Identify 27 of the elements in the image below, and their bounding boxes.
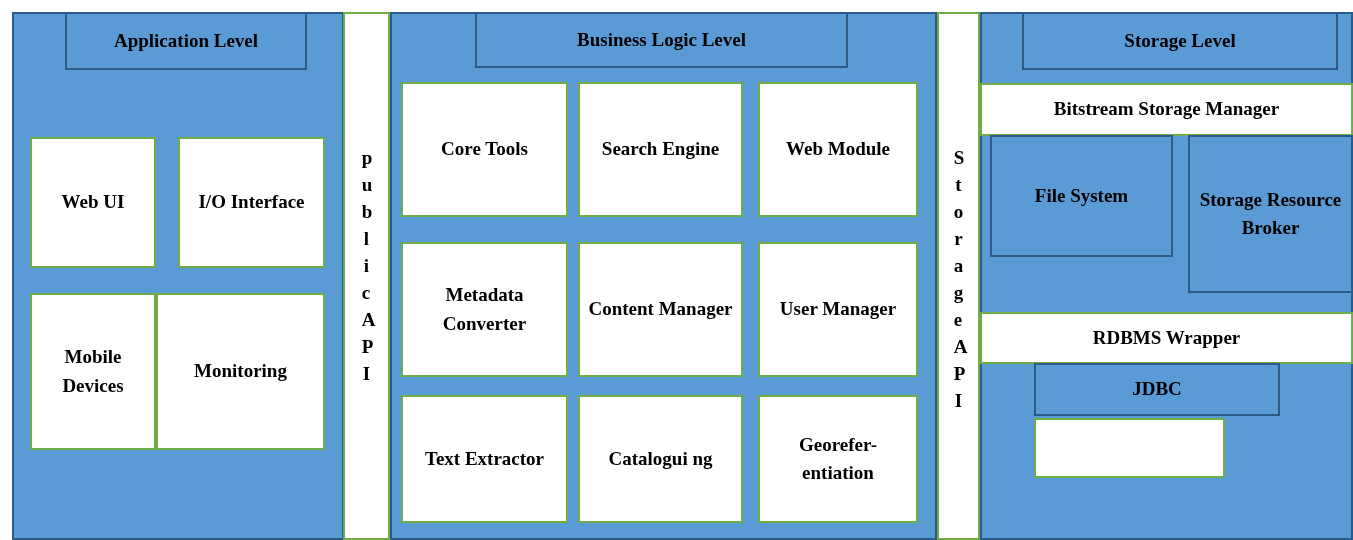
component-box: RDBMS Wrapper bbox=[980, 312, 1353, 364]
component-box: Mobile Devices bbox=[30, 293, 156, 450]
component-box: Web Module bbox=[758, 82, 918, 217]
component-box: Content Manager bbox=[578, 242, 743, 377]
component-box: I/O Interface bbox=[178, 137, 325, 268]
component-box: Web UI bbox=[30, 137, 156, 268]
layer-panel bbox=[12, 12, 344, 540]
component-box: Metadata Converter bbox=[401, 242, 568, 377]
component-box: Catalogui ng bbox=[578, 395, 743, 523]
component-box: Georefer- entiation bbox=[758, 395, 918, 523]
component-box: User Manager bbox=[758, 242, 918, 377]
component-box: Storage Resource Broker bbox=[1188, 135, 1353, 293]
component-box: Bitstream Storage Manager bbox=[980, 83, 1353, 136]
component-box: Monitoring bbox=[156, 293, 325, 450]
layer-panel bbox=[390, 12, 937, 540]
component-box: File System bbox=[990, 135, 1173, 257]
layer-panel bbox=[980, 12, 1353, 540]
api-band bbox=[937, 12, 980, 540]
layer-heading: Storage Level bbox=[1022, 12, 1338, 70]
component-box: Core Tools bbox=[401, 82, 568, 217]
component-box: Search Engine bbox=[578, 82, 743, 217]
component-box: Text Extractor bbox=[401, 395, 568, 523]
component-box: JDBC bbox=[1034, 363, 1280, 416]
api-band bbox=[343, 12, 390, 540]
layer-heading: Business Logic Level bbox=[475, 12, 848, 68]
component-box bbox=[1034, 418, 1225, 478]
layer-heading: Application Level bbox=[65, 12, 307, 70]
